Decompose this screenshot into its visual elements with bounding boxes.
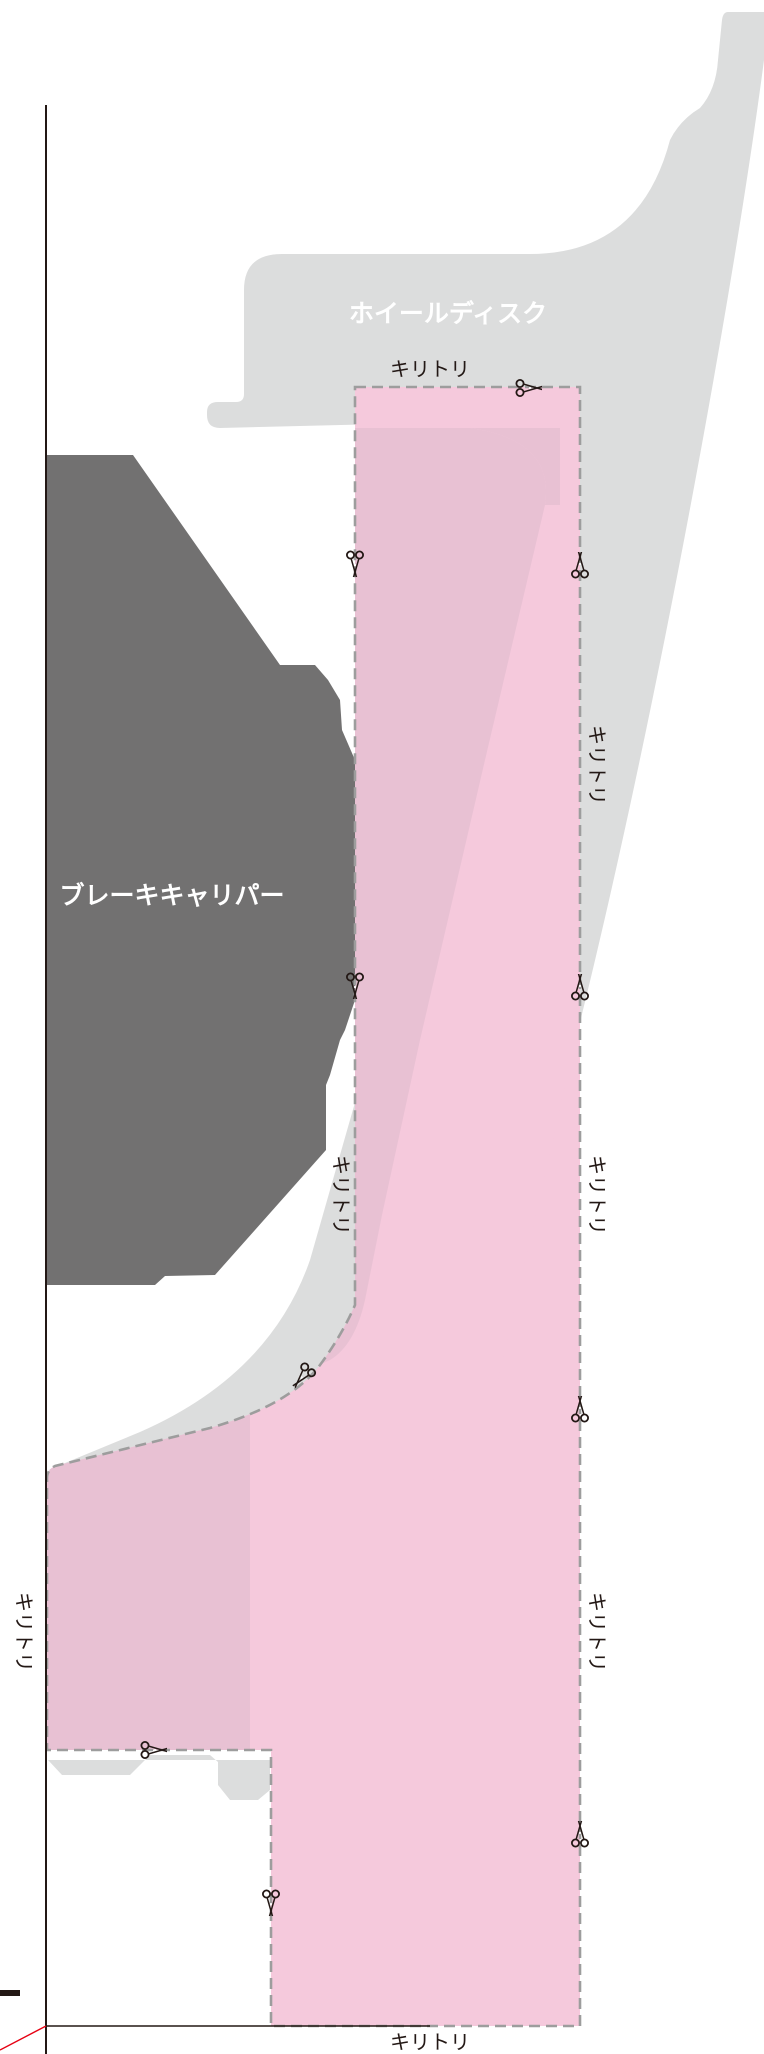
brake-caliper-shape	[47, 455, 355, 1285]
cut-label-top: キリトリ	[390, 357, 470, 381]
wheel-disc-label: ホイールディスク	[349, 299, 547, 328]
cut-line-labels: キリトリ キリトリ キリトリ キリトリ キリトリ キリトリ キリトリ	[12, 357, 609, 2054]
cut-label-bottom: キリトリ	[390, 2030, 470, 2054]
cut-label-right-2: キリトリ	[585, 1155, 609, 1235]
brake-caliper-label: ブレーキキャリパー	[59, 881, 284, 910]
cut-label-inner: キリトリ	[329, 1155, 353, 1235]
reference-lines	[0, 105, 430, 2054]
cut-label-left: キリトリ	[12, 1592, 36, 1672]
cut-label-right-3: キリトリ	[585, 1592, 609, 1672]
cut-label-right-1: キリトリ	[585, 725, 609, 805]
wheel-disc-shape	[48, 12, 764, 1800]
cut-line	[45, 385, 582, 2028]
